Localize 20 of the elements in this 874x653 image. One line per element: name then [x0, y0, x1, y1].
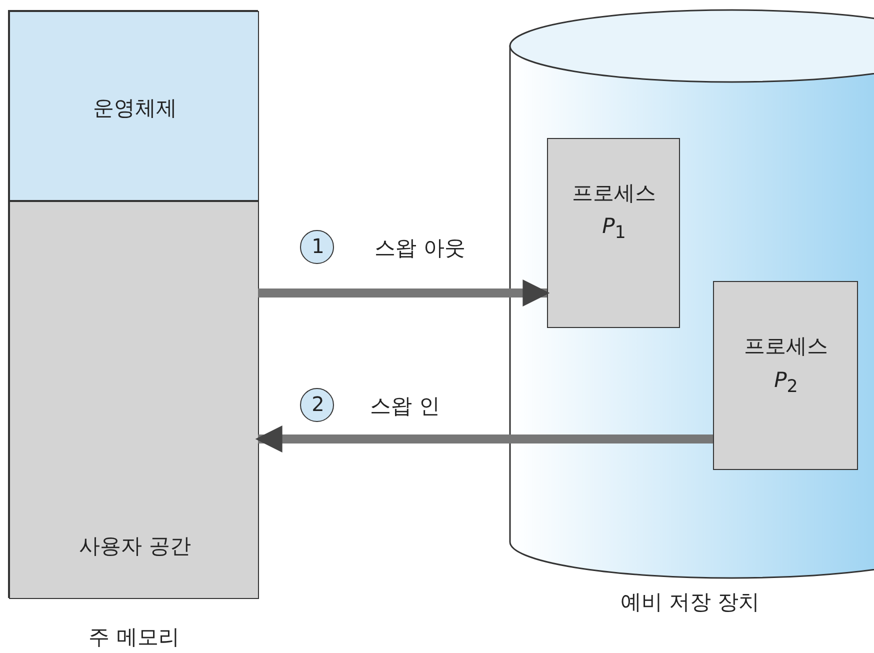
node-label: 프로세스 [572, 180, 656, 207]
node-label: 예비 저장 장치 [620, 589, 760, 616]
step-number [300, 230, 334, 264]
node-label: 운영체제 [93, 95, 177, 122]
process-box [9, 201, 259, 599]
arrow [258, 280, 550, 306]
process-box [547, 138, 680, 328]
node-label: P$_{2}$ [774, 368, 798, 398]
edge-label: 스왑 인 [370, 393, 440, 420]
number-label: 1 [312, 234, 324, 258]
number-label: 2 [312, 392, 324, 416]
node-label: 주 메모리 [88, 624, 180, 651]
node-label: 사용자 공간 [79, 533, 191, 560]
arrow [255, 426, 713, 452]
process-box [9, 11, 259, 201]
step-number [300, 388, 334, 422]
node-label: 프로세스 [744, 333, 828, 360]
node-label: P$_{1}$ [602, 214, 626, 244]
edge-label: 스왑 아웃 [374, 235, 466, 262]
process-box [713, 281, 858, 470]
